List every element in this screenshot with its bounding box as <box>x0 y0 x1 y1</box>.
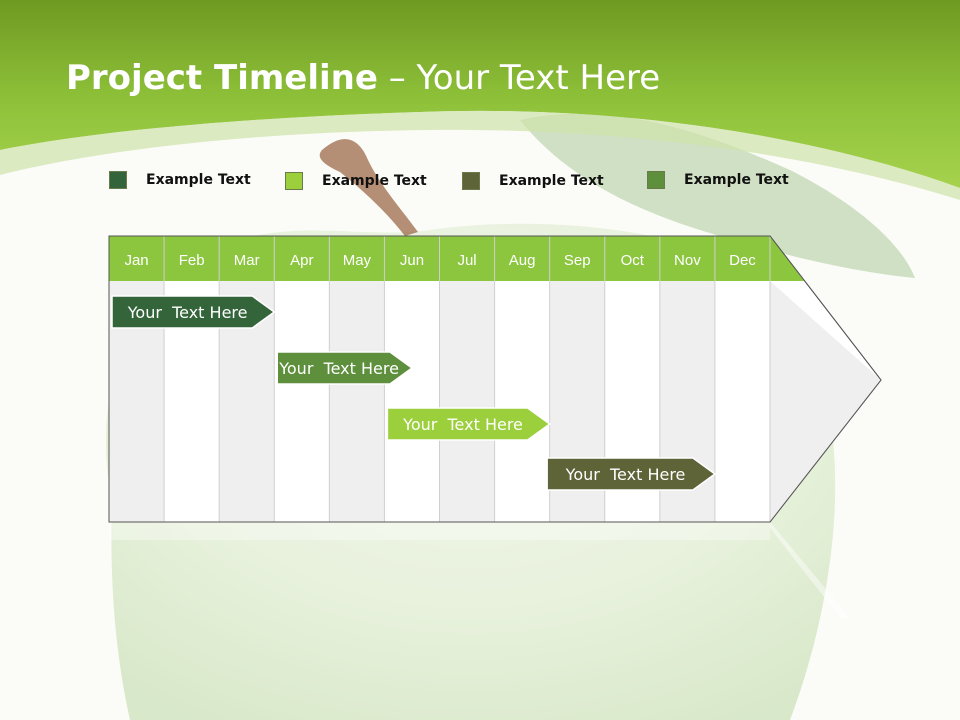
title-subtitle: Your Text Here <box>416 58 661 98</box>
month-label: Nov <box>674 252 701 269</box>
legend-label: Example Text <box>684 172 789 188</box>
month-label: Oct <box>621 252 645 269</box>
legend-label: Example Text <box>322 173 427 189</box>
legend-swatch <box>647 171 665 189</box>
task-bar: Your Text Here <box>386 407 551 441</box>
month-label: Dec <box>729 252 756 269</box>
legend-swatch <box>285 172 303 190</box>
reflection <box>770 522 850 620</box>
task-label: Your Text Here <box>127 303 248 322</box>
apple-leaf <box>520 113 915 278</box>
arrow-tip-fill <box>770 281 881 522</box>
title-separator: – <box>377 58 417 98</box>
month-label: Jan <box>124 252 148 269</box>
header-swoosh <box>0 110 960 200</box>
month-column <box>329 281 385 522</box>
month-column <box>714 281 770 522</box>
task-label: Your Text Here <box>402 415 523 434</box>
month-label: Mar <box>234 252 260 269</box>
month-column <box>439 281 495 522</box>
page-title: Project Timeline – Your Text Here <box>66 58 660 98</box>
month-label: Feb <box>179 252 205 269</box>
month-column <box>384 281 440 522</box>
legend-swatch <box>462 172 480 190</box>
task-bar: Your Text Here <box>276 351 414 385</box>
header-band <box>0 0 960 188</box>
month-label: Aug <box>509 252 536 269</box>
legend-label: Example Text <box>499 173 604 189</box>
legend-label: Example Text <box>146 172 251 188</box>
month-column <box>494 281 550 522</box>
month-label: Jul <box>457 252 476 269</box>
month-column <box>274 281 330 522</box>
task-label: Your Text Here <box>565 465 686 484</box>
timeline-outline <box>108 235 882 523</box>
task-arrow <box>111 295 276 329</box>
month-header-band <box>109 236 804 281</box>
apple-stem <box>319 139 418 236</box>
grid-reflection <box>109 522 770 540</box>
month-label: Sep <box>564 252 591 269</box>
task-bar: Your Text Here <box>111 295 276 329</box>
month-label: Apr <box>290 252 313 269</box>
month-label: May <box>343 252 372 269</box>
task-arrow <box>276 351 414 385</box>
task-arrow <box>546 457 717 491</box>
legend-swatch <box>109 171 127 189</box>
month-label: Jun <box>400 252 424 269</box>
task-bar: Your Text Here <box>546 457 717 491</box>
task-arrow <box>386 407 551 441</box>
task-label: Your Text Here <box>278 359 399 378</box>
title-main: Project Timeline <box>66 58 378 98</box>
